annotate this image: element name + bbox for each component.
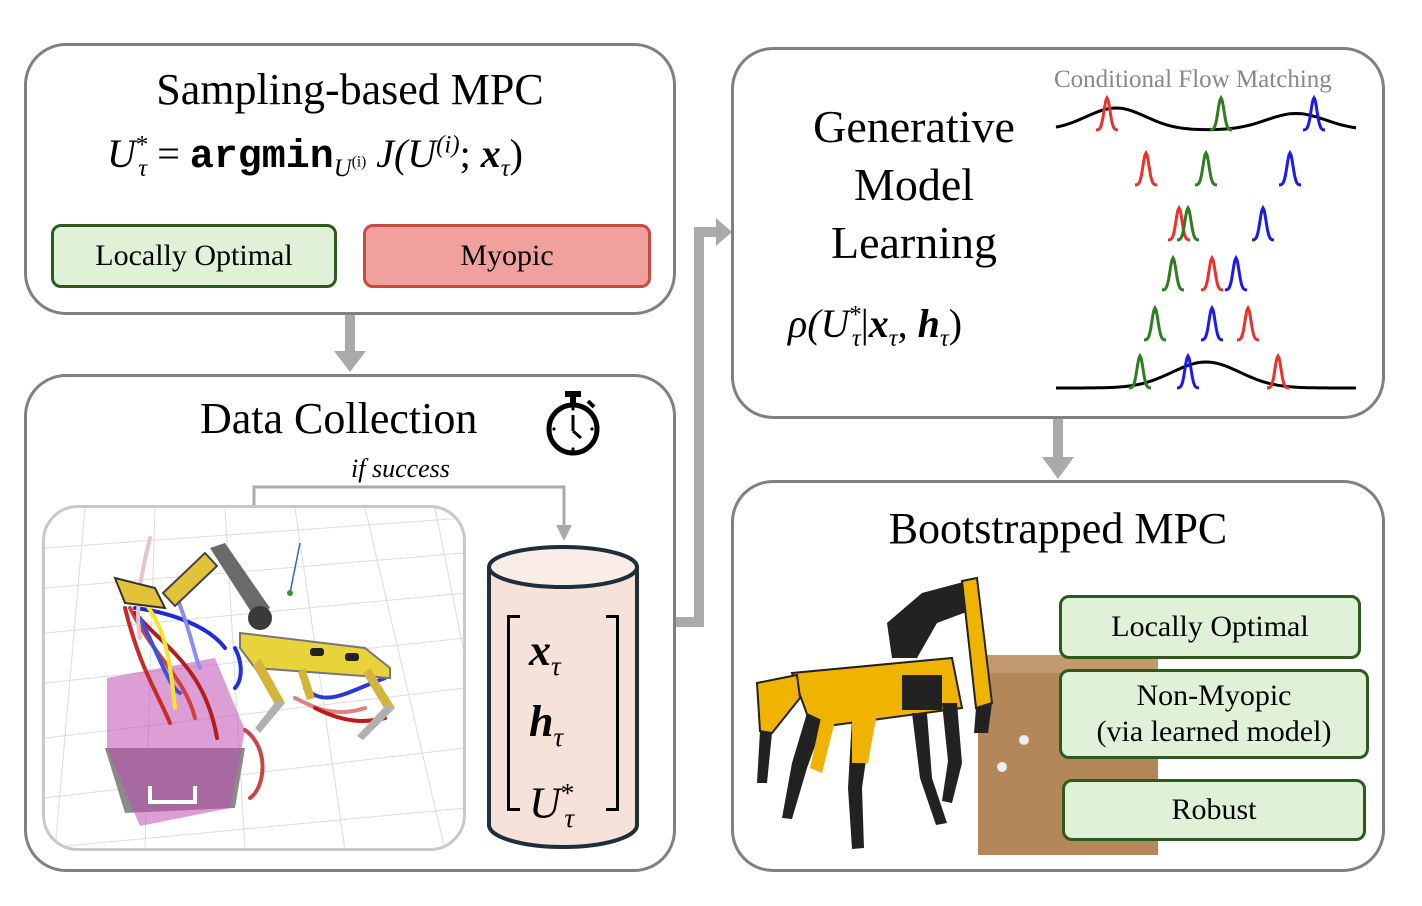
arrow-sampling-to-collection [334,315,366,372]
particle-peak-blue-row-2 [1251,204,1275,242]
tag-locally-optimal-bootstrapped: Locally Optimal [1059,595,1361,659]
target-density-curve [1055,106,1357,132]
particle-peak-blue-row-4 [1200,304,1224,342]
particle-peak-green-row-1 [1194,149,1218,187]
robot-body [239,631,395,740]
arrow-generative-to-bootstrapped [1042,419,1074,479]
sampling-mpc-panel: Sampling-based MPC U*τ = argminU(i) J(U(… [24,43,676,315]
state-entry: xτ [529,626,561,681]
history-entry: hτ [529,696,564,752]
particle-peak-blue-row-0 [1302,94,1326,132]
argmin-equation: U*τ = argminU(i) J(U(i); xτ) [107,131,523,182]
particle-peak-red-row-4 [1236,304,1260,342]
bootstrapped-mpc-panel: Bootstrapped MPC Locally Optimal N [731,480,1385,872]
robot-arm [113,542,301,630]
tag-myopic: Myopic [363,224,651,288]
right-bracket [606,615,619,811]
data-collection-panel: Data Collection if success [24,374,676,872]
tag-locally-optimal: Locally Optimal [51,224,337,288]
source-density-curve [1056,360,1356,390]
particle-peak-blue-row-3 [1224,254,1248,292]
database-cylinder-icon [487,545,639,849]
tag-robust: Robust [1062,779,1366,841]
simulation-scene [45,508,463,848]
control-entry: U*τ [529,777,575,834]
data-collection-title: Data Collection [200,394,478,443]
sampled-trajectories [123,536,387,800]
particle-peak-red-row-0 [1095,94,1119,132]
conditional-density: ρ(U*τ|xτ, hτ) [788,301,963,352]
particle-peak-green-row-5 [1128,352,1152,390]
particle-peak-red-row-1 [1134,149,1158,187]
stopwatch-icon [546,391,600,456]
flow-matching-label: Conditional Flow Matching [1054,66,1332,93]
particle-peak-green-row-3 [1161,254,1185,292]
if-success-label: if success [351,454,450,483]
spot-robot [755,576,994,849]
arrow-collection-to-generative [676,218,732,627]
particle-peak-green-row-4 [1143,304,1167,342]
generative-model-panel: Generative Model Learning ρ(U*τ|xτ, hτ) … [731,47,1385,419]
success-connector-arrow [252,485,572,541]
particle-peak-green-row-0 [1209,94,1233,132]
particle-peak-green-row-2 [1176,204,1200,242]
left-bracket [507,615,520,811]
target-box [107,658,245,826]
particle-peak-red-row-2 [1167,204,1191,242]
flow-matching-diagram [1055,94,1357,390]
bootstrapped-mpc-title: Bootstrapped MPC [888,504,1228,553]
generative-model-title: Generative Model Learning [813,101,1015,268]
sampling-mpc-title: Sampling-based MPC [156,65,544,114]
particle-peak-red-row-3 [1200,254,1224,292]
particle-peak-red-row-5 [1266,352,1290,390]
tag-non-myopic: Non-Myopic (via learned model) [1059,669,1369,759]
simulation-image [42,505,466,851]
particle-peak-blue-row-5 [1176,352,1200,390]
database-contents: xτ hτ U*τ [507,615,619,833]
particle-peak-blue-row-1 [1278,149,1302,187]
